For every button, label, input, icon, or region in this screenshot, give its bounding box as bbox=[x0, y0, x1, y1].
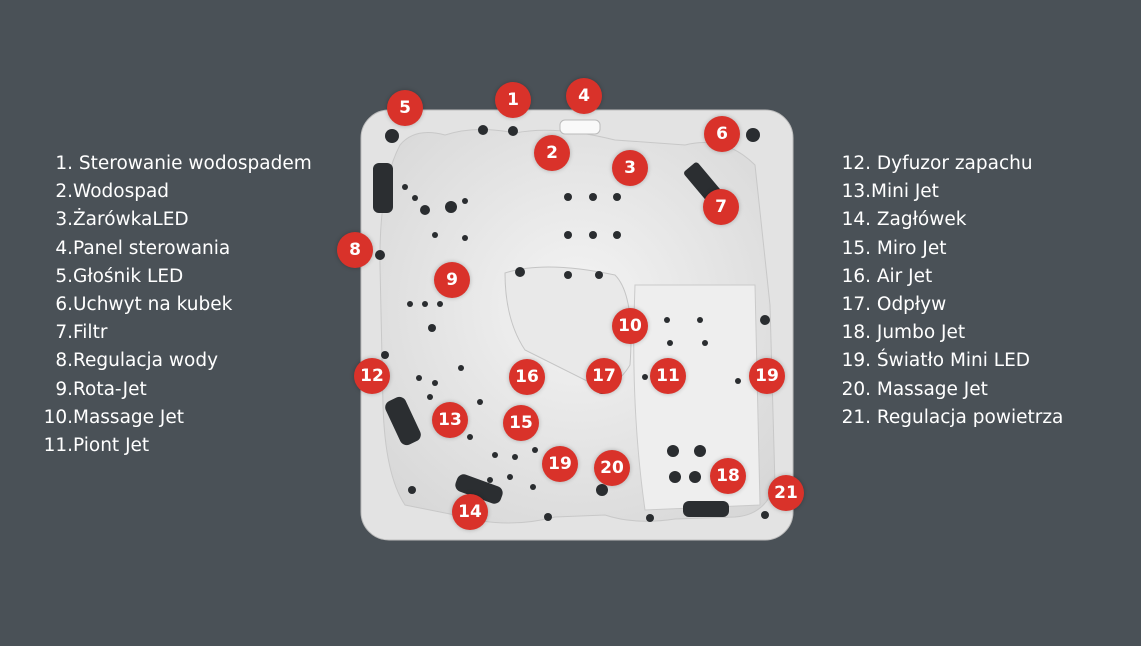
marker-12: 12 bbox=[354, 358, 390, 394]
headrest bbox=[373, 163, 393, 213]
marker-15: 15 bbox=[503, 405, 539, 441]
legend-label: Air Jet bbox=[871, 265, 933, 287]
legend-number: 3. bbox=[55, 209, 73, 231]
headrest bbox=[683, 501, 729, 517]
marker-4: 4 bbox=[566, 78, 602, 114]
headrest bbox=[455, 474, 503, 504]
legend-number: 9. bbox=[55, 378, 73, 400]
marker-1: 1 bbox=[495, 82, 531, 118]
legend-item: 18. Jumbo Jet bbox=[836, 319, 1063, 347]
legend-left: 1. Sterowanie wodospadem 2.Wodospad 3.Ża… bbox=[38, 150, 312, 460]
legend-number: 21. bbox=[841, 406, 871, 428]
marker-10: 10 bbox=[612, 308, 648, 344]
legend-label: Światło Mini LED bbox=[871, 350, 1031, 372]
legend-number: 14. bbox=[841, 209, 871, 231]
legend-number: 17. bbox=[841, 293, 871, 315]
marker-20: 20 bbox=[594, 450, 630, 486]
legend-item: 15. Miro Jet bbox=[836, 235, 1063, 263]
legend-label: Zagłówek bbox=[871, 209, 967, 231]
legend-label: Rota-Jet bbox=[73, 378, 147, 400]
legend-item: 14. Zagłówek bbox=[836, 206, 1063, 234]
legend-label: Massage Jet bbox=[73, 406, 185, 428]
legend-label: Mini Jet bbox=[871, 181, 939, 203]
legend-item: 16. Air Jet bbox=[836, 263, 1063, 291]
legend-item: 7.Filtr bbox=[38, 319, 312, 347]
marker-16: 16 bbox=[509, 359, 545, 395]
legend-item: 1. Sterowanie wodospadem bbox=[38, 150, 312, 178]
marker-19: 19 bbox=[542, 446, 578, 482]
marker-14: 14 bbox=[452, 494, 488, 530]
legend-label: Miro Jet bbox=[871, 237, 947, 259]
legend-item: 19. Światło Mini LED bbox=[836, 347, 1063, 375]
legend-item: 6.Uchwyt na kubek bbox=[38, 291, 312, 319]
legend-item: 20. Massage Jet bbox=[836, 376, 1063, 404]
marker-9: 9 bbox=[434, 262, 470, 298]
legend-item: 17. Odpływ bbox=[836, 291, 1063, 319]
marker-17: 17 bbox=[586, 358, 622, 394]
legend-number: 5. bbox=[55, 265, 73, 287]
marker-11: 11 bbox=[650, 358, 686, 394]
legend-right: 12. Dyfuzor zapachu 13.Mini Jet 14. Zagł… bbox=[836, 150, 1064, 432]
legend-number: 8. bbox=[55, 350, 73, 372]
legend-label: Panel sterowania bbox=[73, 237, 231, 259]
legend-label: Regulacja wody bbox=[73, 350, 219, 372]
legend-label: Piont Jet bbox=[73, 434, 150, 456]
marker-7: 7 bbox=[703, 189, 739, 225]
marker-13: 13 bbox=[432, 402, 468, 438]
legend-number: 11. bbox=[43, 434, 73, 456]
legend-item: 5.Głośnik LED bbox=[38, 263, 312, 291]
legend-label: Dyfuzor zapachu bbox=[871, 153, 1033, 174]
legend-number: 10. bbox=[43, 406, 73, 428]
legend-number: 18. bbox=[841, 322, 871, 344]
legend-label: Jumbo Jet bbox=[871, 322, 966, 344]
legend-number: 2. bbox=[55, 181, 73, 203]
legend-label: Wodospad bbox=[73, 181, 170, 203]
marker-18: 18 bbox=[710, 458, 746, 494]
legend-item: 2.Wodospad bbox=[38, 178, 312, 206]
legend-item: 12. Dyfuzor zapachu bbox=[836, 150, 1063, 178]
legend-number: 6. bbox=[55, 293, 73, 315]
legend-number: 15. bbox=[841, 237, 871, 259]
legend-item: 10.Massage Jet bbox=[38, 404, 312, 432]
control-panel bbox=[559, 119, 601, 135]
legend-item: 9.Rota-Jet bbox=[38, 376, 312, 404]
marker-5: 5 bbox=[387, 90, 423, 126]
marker-19: 19 bbox=[749, 358, 785, 394]
legend-item: 13.Mini Jet bbox=[836, 178, 1063, 206]
marker-8: 8 bbox=[337, 232, 373, 268]
legend-label: Massage Jet bbox=[871, 378, 988, 400]
hot-tub-image bbox=[360, 109, 794, 541]
legend-number: 1. bbox=[55, 153, 73, 174]
legend-number: 12. bbox=[841, 153, 871, 174]
legend-label: Odpływ bbox=[871, 293, 947, 315]
marker-21: 21 bbox=[768, 475, 804, 511]
legend-number: 13. bbox=[841, 181, 871, 203]
headrest bbox=[385, 396, 421, 446]
legend-number: 7. bbox=[55, 322, 73, 344]
legend-item: 3.ŻarówkaLED bbox=[38, 206, 312, 234]
legend-label: Głośnik LED bbox=[73, 265, 184, 287]
legend-label: Sterowanie wodospadem bbox=[73, 153, 312, 174]
legend-number: 4. bbox=[55, 237, 73, 259]
legend-item: 11.Piont Jet bbox=[38, 432, 312, 460]
marker-3: 3 bbox=[612, 150, 648, 186]
legend-number: 19. bbox=[841, 350, 871, 372]
legend-label: Filtr bbox=[73, 322, 108, 344]
legend-number: 20. bbox=[841, 378, 871, 400]
legend-item: 8.Regulacja wody bbox=[38, 347, 312, 375]
legend-item: 4.Panel sterowania bbox=[38, 235, 312, 263]
marker-2: 2 bbox=[534, 135, 570, 171]
legend-item: 21. Regulacja powietrza bbox=[836, 404, 1064, 432]
jets bbox=[375, 125, 770, 522]
legend-label: ŻarówkaLED bbox=[73, 209, 189, 231]
legend-number: 16. bbox=[841, 265, 871, 287]
legend-label: Regulacja powietrza bbox=[871, 406, 1064, 428]
legend-label: Uchwyt na kubek bbox=[73, 293, 233, 315]
marker-6: 6 bbox=[704, 116, 740, 152]
